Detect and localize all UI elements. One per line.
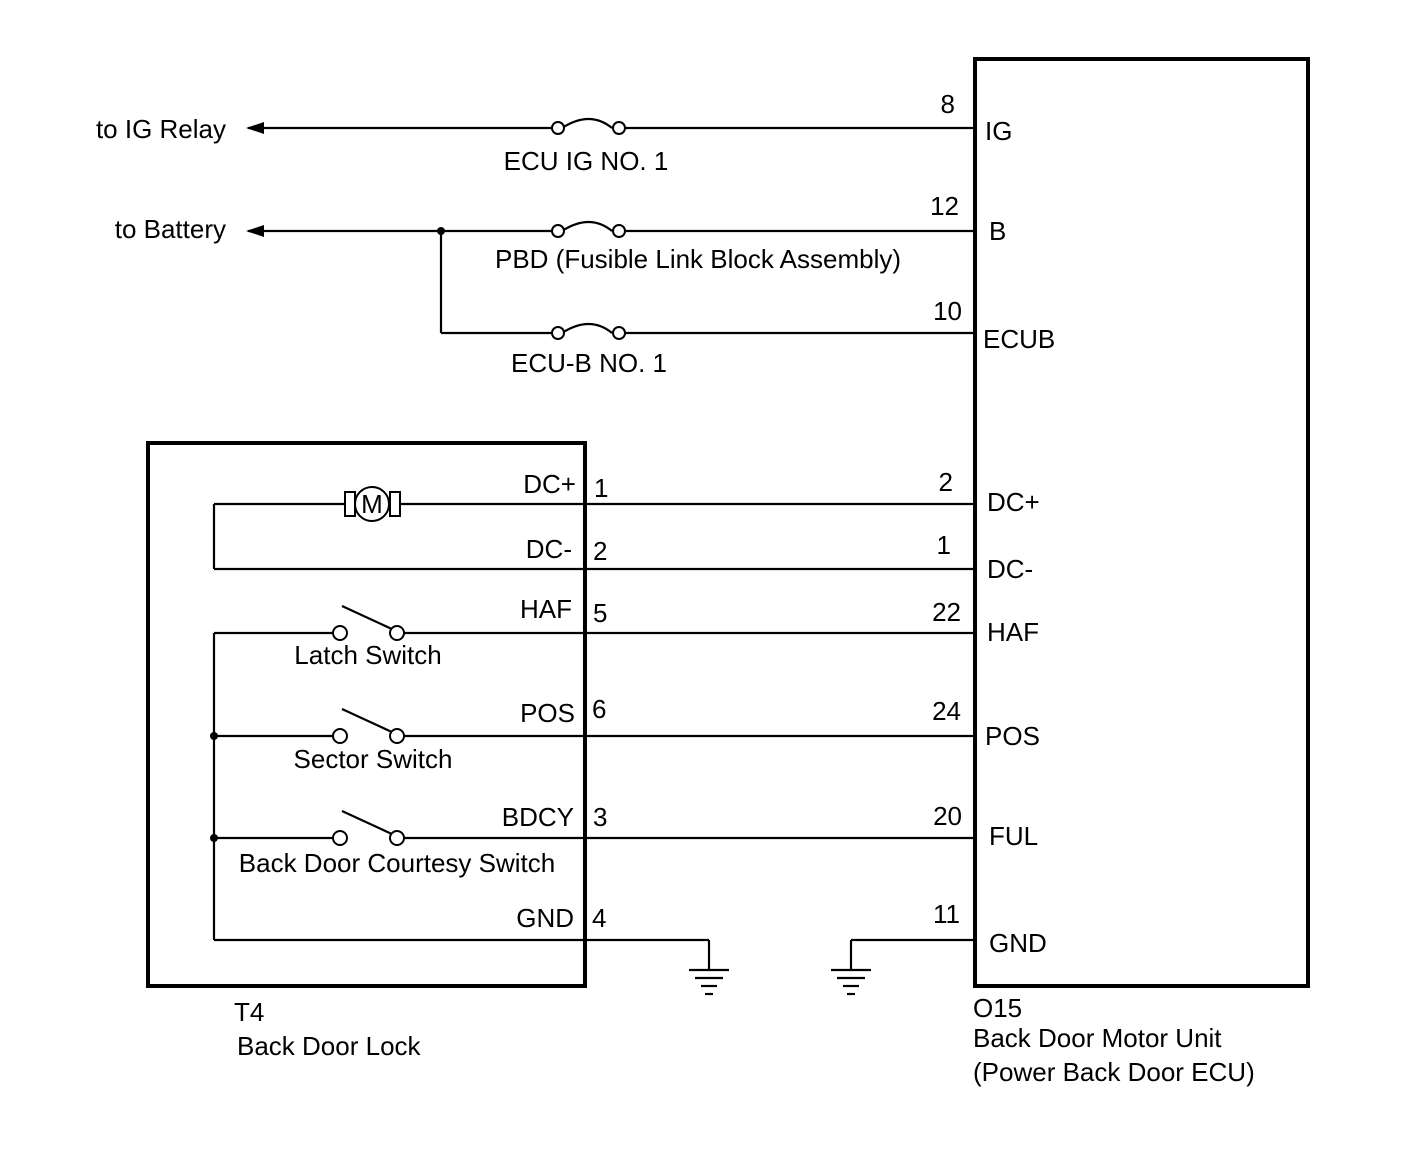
lock-terminal-label: DC+ <box>523 469 576 499</box>
lock-pin-number: 1 <box>594 473 608 503</box>
motor-label: M <box>361 489 383 519</box>
lock-pin-number: 4 <box>592 903 606 933</box>
ecu-pin-number: 10 <box>933 296 962 326</box>
latch-switch-icon <box>332 605 405 641</box>
sector-switch-label: Sector Switch <box>294 744 453 774</box>
ecu-b-fuse-icon <box>551 322 626 340</box>
ecu-subname: (Power Back Door ECU) <box>973 1057 1255 1087</box>
pbd-fuse-label: PBD (Fusible Link Block Assembly) <box>495 244 901 274</box>
ecu-pin-number: 12 <box>930 191 959 221</box>
ecu-terminal-label: IG <box>985 116 1012 146</box>
battery-wire <box>246 225 975 333</box>
junction-dot <box>210 834 218 842</box>
lock-pin-number: 2 <box>593 536 607 566</box>
courtesy-switch-icon <box>332 810 405 846</box>
lock-terminal-label: GND <box>516 903 574 933</box>
ecu-terminal-label: FUL <box>989 821 1038 851</box>
ecu-pin-number: 24 <box>932 696 961 726</box>
battery-label: to Battery <box>115 214 226 244</box>
ecu-terminal-label: ECUB <box>983 324 1055 354</box>
ig-arrow <box>246 122 264 134</box>
battery-arrow <box>246 225 264 237</box>
lock-pin-number: 3 <box>593 802 607 832</box>
ecu-ig-fuse-label: ECU IG NO. 1 <box>504 146 669 176</box>
junction-dot <box>210 732 218 740</box>
pbd-fuse-icon <box>551 220 626 238</box>
ecu-terminal-label: B <box>989 216 1006 246</box>
ecu-pin-number: 20 <box>933 801 962 831</box>
ecu-ig-fuse-icon <box>551 117 626 135</box>
ecu-terminal-label: POS <box>985 721 1040 751</box>
ecu-terminal-label: HAF <box>987 617 1039 647</box>
lock-pin-number: 5 <box>593 598 607 628</box>
ecu-b-fuse-label: ECU-B NO. 1 <box>511 348 667 378</box>
lock-connector-id: T4 <box>234 997 264 1027</box>
lock-box <box>146 441 587 988</box>
lock-pin-number: 6 <box>592 694 606 724</box>
ig-wire <box>246 122 975 134</box>
ecu-terminal-label: DC+ <box>987 487 1040 517</box>
ecu-pin-number: 2 <box>939 467 953 497</box>
lock-terminal-label: HAF <box>520 594 572 624</box>
ecu-pin-number: 22 <box>932 597 961 627</box>
courtesy-switch-label: Back Door Courtesy Switch <box>239 848 555 878</box>
ecu-pin-number: 8 <box>941 89 955 119</box>
ecu-pin-number: 11 <box>933 899 960 929</box>
sector-switch-icon <box>332 708 405 744</box>
lock-name: Back Door Lock <box>237 1031 422 1061</box>
ecu-box <box>973 57 1310 988</box>
ecu-ground-wire <box>849 938 975 970</box>
ecu-terminal-label: GND <box>989 928 1047 958</box>
lock-terminal-label: BDCY <box>502 802 574 832</box>
lock-ground-wire <box>214 938 711 970</box>
latch-switch-label: Latch Switch <box>294 640 441 670</box>
ecu-pin-number: 1 <box>937 530 951 560</box>
lock-terminal-label: POS <box>520 698 575 728</box>
lock-ground-icon <box>689 968 729 996</box>
motor-icon: M <box>344 486 401 522</box>
ecu-terminal-label: DC- <box>987 554 1033 584</box>
lock-terminal-label: DC- <box>526 534 572 564</box>
ecu-ground-icon <box>831 968 871 996</box>
ig-relay-label: to IG Relay <box>96 114 226 144</box>
ecu-connector-id: O15 <box>973 993 1022 1023</box>
ecu-name: Back Door Motor Unit <box>973 1023 1222 1053</box>
